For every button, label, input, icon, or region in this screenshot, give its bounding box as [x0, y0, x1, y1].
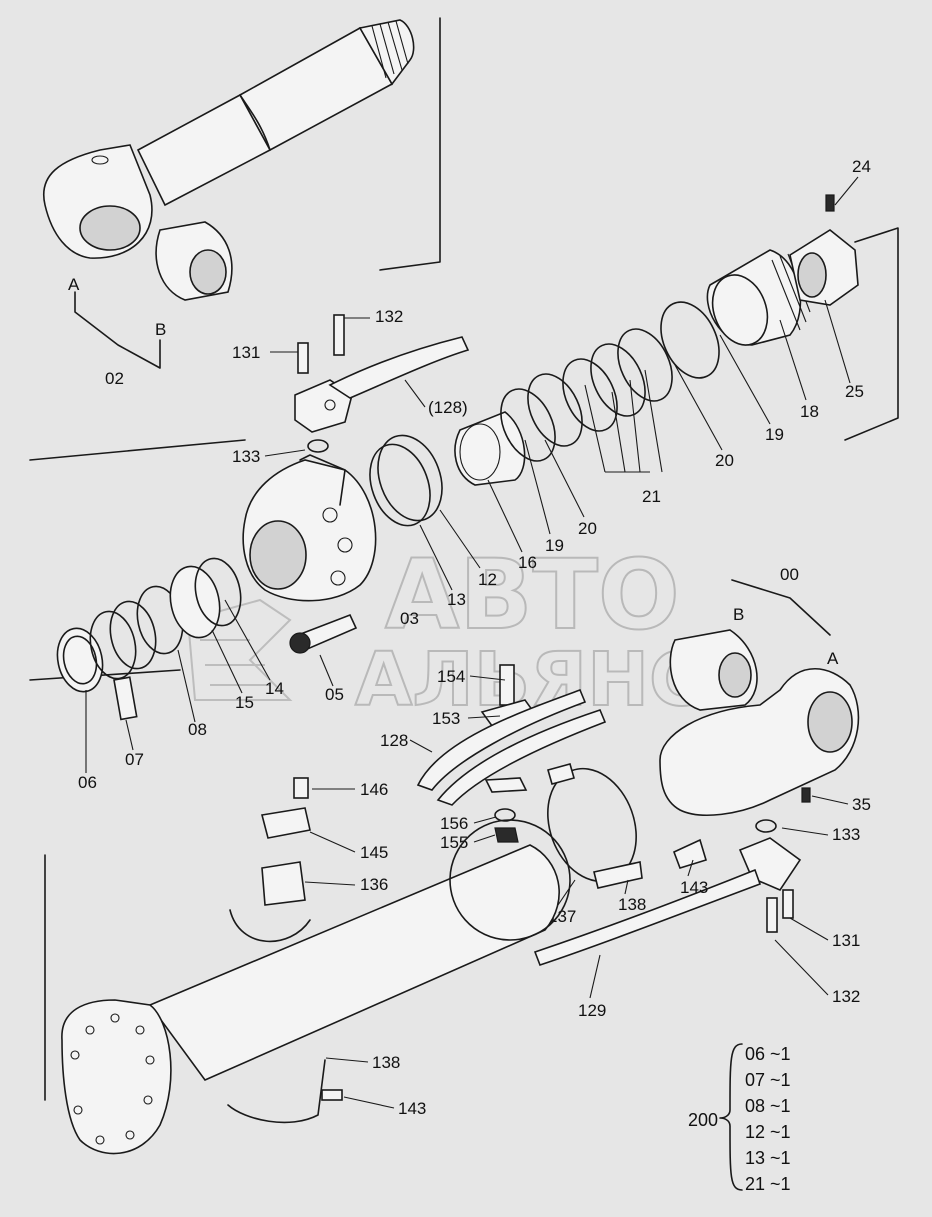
- callout-138-bottom: 138: [372, 1053, 400, 1072]
- seal-stack: [56, 557, 242, 721]
- bushing-b-top: [155, 221, 233, 301]
- callout-35: 35: [852, 795, 871, 814]
- callout-16: 16: [518, 553, 537, 572]
- callout-07: 07: [125, 750, 144, 769]
- kit-item: 21 ~1: [745, 1174, 791, 1194]
- kit-item: 12 ~1: [745, 1122, 791, 1142]
- cylinder-tube: [44, 819, 571, 1155]
- pipe-clamp-assembly: [416, 664, 802, 967]
- callout-A-top: A: [68, 275, 80, 294]
- callout-156: 156: [440, 814, 468, 833]
- callout-B-right: B: [733, 605, 744, 624]
- callout-145: 145: [360, 843, 388, 862]
- bracket-136: [229, 777, 311, 943]
- callout-20-right: 20: [715, 451, 734, 470]
- cylinder-bottom-00: [659, 579, 860, 816]
- callout-12: 12: [478, 570, 497, 589]
- callout-05: 05: [325, 685, 344, 704]
- callout-A-right: A: [827, 649, 839, 668]
- callout-25: 25: [845, 382, 864, 401]
- kit-label: 200: [688, 1110, 718, 1130]
- cylinder-head: [29, 439, 377, 681]
- callout-13: 13: [447, 590, 466, 609]
- pipe-flange-upper: [294, 314, 470, 433]
- callout-132-right: 132: [832, 987, 860, 1006]
- callout-B-top: B: [155, 320, 166, 339]
- callout-133-right: 133: [832, 825, 860, 844]
- callout-155: 155: [440, 833, 468, 852]
- piston-rod: [42, 17, 441, 271]
- callout-131-right: 131: [832, 931, 860, 950]
- callout-128: 128: [380, 731, 408, 750]
- callout-19-mid: 19: [545, 536, 564, 555]
- kit-item: 07 ~1: [745, 1070, 791, 1090]
- callout-08: 08: [188, 720, 207, 739]
- callout-138-mid: 138: [618, 895, 646, 914]
- callout-143-mid: 143: [680, 878, 708, 897]
- callout-154: 154: [437, 667, 465, 686]
- callout-06: 06: [78, 773, 97, 792]
- callout-128-paren: (128): [428, 398, 468, 417]
- watermark-line1: АВТО: [385, 539, 680, 651]
- kit-item: 08 ~1: [745, 1096, 791, 1116]
- callout-133-top: 133: [232, 447, 260, 466]
- callout-21: 21: [642, 487, 661, 506]
- callout-00: 00: [780, 565, 799, 584]
- clamp-138-bottom: [227, 1059, 343, 1124]
- callout-14: 14: [265, 679, 284, 698]
- ring-12-13: [369, 434, 443, 527]
- callout-132-top: 132: [375, 307, 403, 326]
- callout-20-mid: 20: [578, 519, 597, 538]
- bolt-05: [289, 613, 358, 654]
- kit-item: 13 ~1: [745, 1148, 791, 1168]
- watermark-logo: [186, 598, 293, 701]
- callout-24: 24: [852, 157, 871, 176]
- callout-143-bottom: 143: [398, 1099, 426, 1118]
- callout-136: 136: [360, 875, 388, 894]
- callout-02-bracket: [74, 291, 161, 369]
- kit-item: 06 ~1: [745, 1044, 791, 1064]
- kit-200-list: 200 06 ~1 07 ~1 08 ~1 12 ~1 13 ~1 21 ~1: [688, 1043, 791, 1194]
- callout-146: 146: [360, 780, 388, 799]
- callout-15: 15: [235, 693, 254, 712]
- callout-19-right: 19: [765, 425, 784, 444]
- callout-02: 02: [105, 369, 124, 388]
- callout-153: 153: [432, 709, 460, 728]
- callout-03: 03: [400, 609, 419, 628]
- callout-129: 129: [578, 1001, 606, 1020]
- callout-131-top: 131: [232, 343, 260, 362]
- callout-18: 18: [800, 402, 819, 421]
- piston-assembly: [454, 194, 899, 486]
